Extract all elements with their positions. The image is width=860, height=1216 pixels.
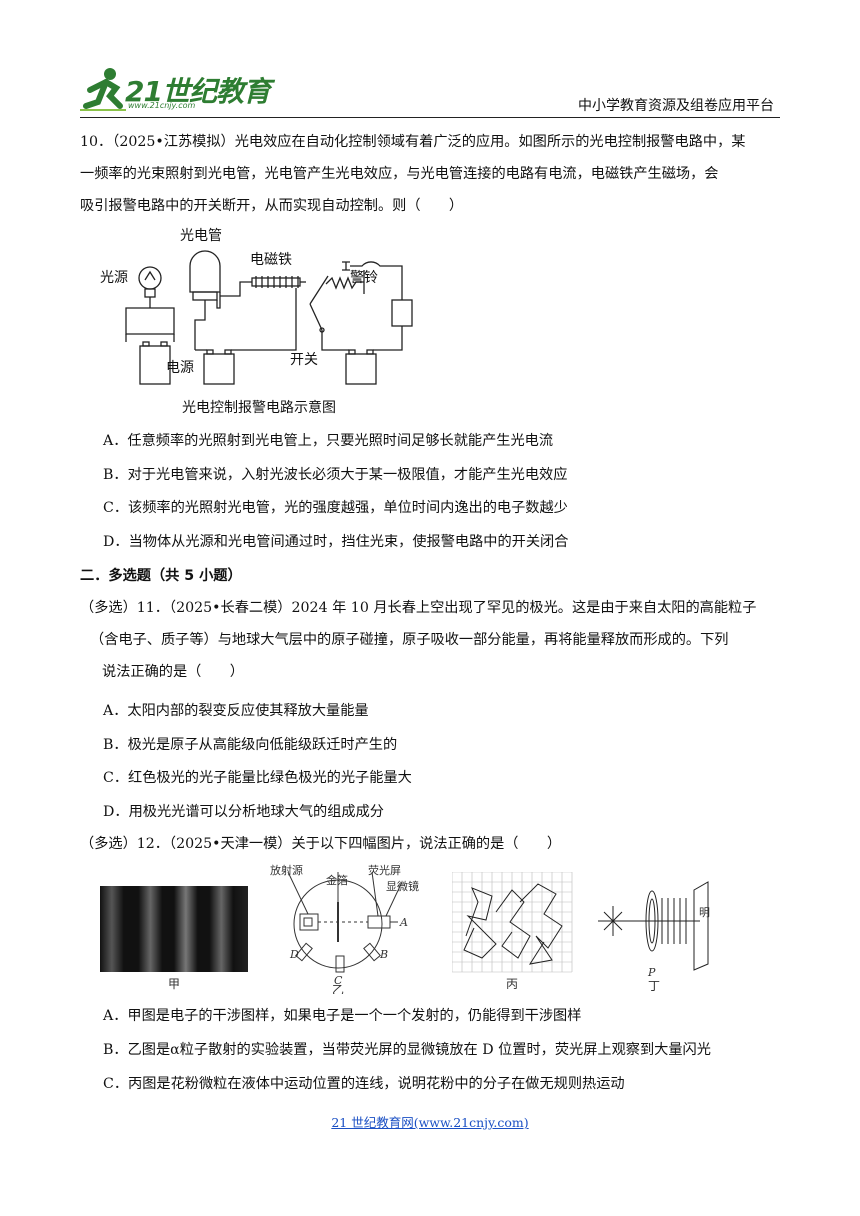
q11-option-c: C．红色极光的光子能量比绿色极光的光子能量大	[103, 770, 412, 786]
label-pos-d: D	[289, 948, 299, 961]
label-ming: 明	[699, 906, 710, 919]
q10-option-a: A．任意频率的光照射到光电管上，只要光照时间足够长就能产生光电流	[103, 433, 554, 449]
label-jia: 甲	[168, 977, 180, 991]
label-p: P	[647, 966, 656, 979]
label-source: 放射源	[270, 863, 303, 877]
label-pos-b: B	[379, 948, 388, 961]
q11-stem: （多选）11．（2025•长春二模）2024 年 10 月长春上空出现了罕见的极…	[80, 592, 780, 688]
label-power: 电源	[166, 360, 194, 376]
label-bing: 丙	[506, 977, 518, 991]
label-screen: 荧光屏	[368, 863, 401, 877]
q12-line-1: （多选）12．（2025•天津一模）关于以下四幅图片，说法正确的是（ ）	[80, 836, 562, 852]
q10-line-1: 10．（2025•江苏模拟）光电效应在自动化控制领域有着广泛的应用。如图所示的光…	[80, 134, 746, 150]
section-2-heading: 二．多选题（共 5 小题）	[80, 568, 242, 584]
q12-option-c: C．丙图是花粉微粒在液体中运动位置的连线，说明花粉中的分子在做无规则热运动	[103, 1076, 625, 1092]
q10-circuit-diagram: 光电管 光源 电磁铁 警铃 电源 开关 光电控制报警电路示意图	[100, 228, 413, 416]
q12-figure-ding: P 明 丁	[598, 881, 710, 993]
label-scope: 显微镜	[386, 879, 419, 893]
label-switch: 开关	[290, 352, 318, 368]
label-ding: 丁	[648, 979, 660, 993]
q11-line-1: （多选）11．（2025•长春二模）2024 年 10 月长春上空出现了罕见的极…	[80, 600, 757, 616]
q12-figure-jia: 甲	[100, 886, 248, 991]
label-yi: 乙	[332, 983, 344, 994]
q11-option-d: D．用极光光谱可以分析地球大气的组成成分	[103, 804, 384, 820]
q10-option-c: C．该频率的光照射光电管，光的强度越强，单位时间内逸出的电子数越少	[103, 500, 568, 516]
q11-option-a: A．太阳内部的裂变反应使其释放大量能量	[103, 703, 369, 719]
footer-link[interactable]: 21 世纪教育网(www.21cnjy.com)	[331, 1115, 529, 1130]
logo-text: 21世纪教育	[125, 75, 271, 108]
label-bell: 警铃	[350, 270, 378, 286]
label-foil: 金箔	[326, 873, 348, 887]
logo-figure-icon	[80, 68, 126, 111]
logo-subtext: www.21cnjy.com	[128, 101, 196, 110]
platform-title: 中小学教育资源及组卷应用平台	[578, 98, 774, 114]
q10-figure-caption: 光电控制报警电路示意图	[182, 399, 336, 416]
q12-figure-bing: 丙	[452, 872, 573, 991]
q11-line-2: （含电子、质子等）与地球大气层中的原子碰撞，原子吸收一部分能量，再将能量释放而形…	[90, 632, 729, 648]
q10-line-2: 一频率的光束照射到光电管，光电管产生光电效应，与光电管连接的电路有电流，电磁铁产…	[80, 166, 719, 182]
q12-option-b: B．乙图是α粒子散射的实验装置，当带荧光屏的显微镜放在 D 位置时，荧光屏上观察…	[103, 1042, 711, 1058]
label-phototube: 光电管	[180, 228, 222, 244]
label-light-source: 光源	[100, 270, 128, 286]
q11-option-b: B．极光是原子从高能级向低能级跃迁时产生的	[103, 737, 398, 753]
header-divider	[80, 117, 780, 118]
q12-option-a: A．甲图是电子的干涉图样，如果电子是一个一个发射的，仍能得到干涉图样	[103, 1008, 582, 1024]
q12-figure-yi: 放射源 金箔 荧光屏 显微镜 A B C D 乙	[270, 863, 419, 994]
label-pos-a: A	[399, 916, 408, 929]
label-electromagnet: 电磁铁	[250, 252, 292, 268]
label-pos-c: C	[334, 974, 343, 987]
q12-stem: （多选）12．（2025•天津一模）关于以下四幅图片，说法正确的是（ ）	[80, 828, 780, 860]
q10-option-d: D．当物体从光源和光电管间通过时，挡住光束，使报警电路中的开关闭合	[103, 534, 569, 550]
q10-stem: 10．（2025•江苏模拟）光电效应在自动化控制领域有着广泛的应用。如图所示的光…	[80, 126, 780, 222]
q10-option-b: B．对于光电管来说，入射光波长必须大于某一极限值，才能产生光电效应	[103, 467, 568, 483]
q10-line-3: 吸引报警电路中的开关断开，从而实现自动控制。则（ ）	[80, 198, 464, 214]
q11-line-3: 说法正确的是（ ）	[102, 664, 244, 680]
